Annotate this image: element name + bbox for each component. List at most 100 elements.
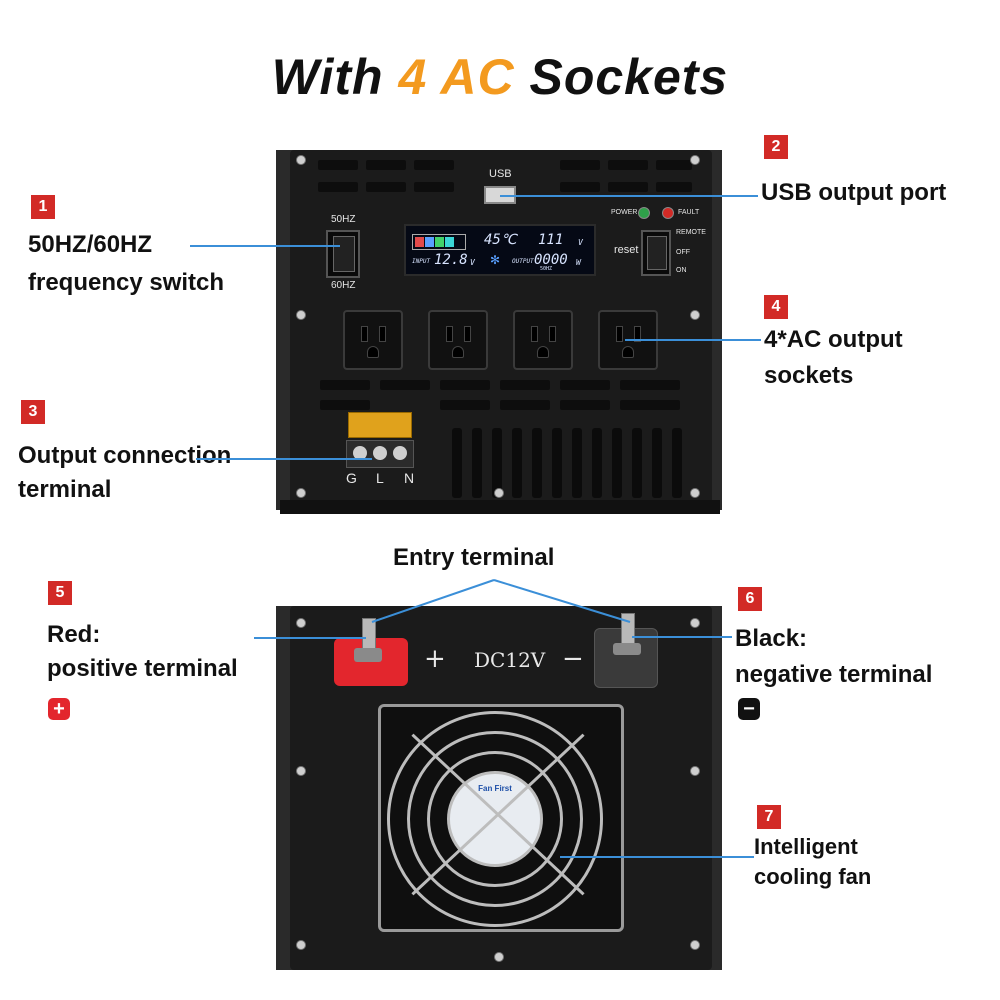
lcd-output-unit: W	[576, 258, 581, 267]
positive-terminal[interactable]	[334, 618, 408, 686]
callout-7-line2: cooling fan	[754, 864, 872, 889]
screw	[296, 310, 306, 320]
terminal-l-label: L	[376, 470, 384, 486]
vent	[560, 160, 600, 170]
vent	[318, 182, 358, 192]
entry-terminal-label: Entry terminal	[393, 544, 555, 571]
callout-7-line1: Intelligent	[754, 834, 858, 859]
lcd-input-unit: V	[470, 258, 475, 267]
callout-badge-3: 3	[21, 400, 45, 424]
grille	[492, 428, 502, 498]
screw	[296, 766, 306, 776]
vent	[560, 380, 610, 390]
leader-line-2	[500, 195, 758, 197]
plus-icon: +	[48, 698, 70, 720]
cooling-fan: Fan First	[378, 704, 624, 932]
vent	[560, 182, 600, 192]
callout-2-line1: USB output port	[761, 179, 947, 206]
negative-terminal[interactable]	[594, 613, 658, 688]
vent	[500, 380, 550, 390]
callout-6-line1: Black:	[735, 625, 808, 652]
reset-label: reset	[614, 244, 639, 256]
vent	[560, 400, 610, 410]
leader-line-3	[196, 458, 372, 460]
ac-socket-1[interactable]	[343, 310, 403, 370]
callout-1-line1: 50HZ/60HZ	[28, 231, 153, 258]
lcd-display: 45℃ 111 V INPUT 12.8 V ✻ OUTPUT 0000 W 5…	[404, 224, 596, 276]
on-label: ON	[676, 267, 687, 274]
off-label: OFF	[676, 249, 690, 256]
lcd-input-label: INPUT	[412, 258, 431, 265]
screw	[296, 488, 306, 498]
grille	[572, 428, 582, 498]
vent	[620, 400, 680, 410]
screw	[494, 488, 504, 498]
leader-line-4	[625, 339, 761, 341]
callout-badge-4: 4	[764, 295, 788, 319]
screw	[690, 618, 700, 628]
page-title: With 4 AC Sockets	[0, 48, 1000, 106]
screw	[690, 766, 700, 776]
minus-icon: −	[738, 698, 760, 720]
vent	[608, 160, 648, 170]
fault-label: FAULT	[678, 209, 700, 216]
power-switch[interactable]	[641, 230, 671, 276]
screw	[296, 940, 306, 950]
hz50-label: 50HZ	[331, 214, 356, 225]
leader-line-5	[254, 637, 366, 639]
callout-4-line1: 4*AC output	[764, 326, 903, 353]
lcd-frequency: 50HZ	[540, 266, 553, 272]
screw	[690, 310, 700, 320]
vent	[500, 400, 550, 410]
vent	[414, 160, 454, 170]
minus-sign: −	[562, 644, 584, 674]
terminal-g-label: G	[346, 470, 357, 486]
battery-icon	[412, 234, 466, 250]
callout-5-line2: positive terminal	[47, 655, 238, 682]
grille	[652, 428, 662, 498]
ac-socket-2[interactable]	[428, 310, 488, 370]
screw	[296, 618, 306, 628]
callout-badge-6: 6	[738, 587, 762, 611]
remote-label: REMOTE	[676, 229, 706, 236]
grille	[552, 428, 562, 498]
screw	[690, 488, 700, 498]
grille	[512, 428, 522, 498]
callout-badge-1: 1	[31, 195, 55, 219]
plus-sign: +	[424, 644, 446, 674]
callout-4-line2: sockets	[764, 362, 854, 389]
grille	[672, 428, 682, 498]
fan-brand: Fan First	[478, 784, 512, 793]
usb-label: USB	[489, 168, 512, 180]
lcd-output-label: OUTPUT	[512, 258, 534, 265]
lcd-output-power: 0000	[534, 252, 568, 268]
ac-socket-3[interactable]	[513, 310, 573, 370]
leader-line-6	[632, 636, 732, 638]
vent	[440, 400, 490, 410]
callout-5-line1: Red:	[47, 621, 101, 648]
callout-badge-2: 2	[764, 135, 788, 159]
lcd-input-voltage: 12.8	[434, 252, 468, 268]
title-prefix: With	[271, 49, 384, 105]
vent	[366, 182, 406, 192]
lcd-output-voltage: 111	[538, 232, 564, 248]
lcd-output-voltage-unit: V	[578, 238, 583, 247]
frequency-switch[interactable]	[326, 230, 360, 278]
hz60-label: 60HZ	[331, 280, 356, 291]
screw	[690, 940, 700, 950]
vent	[414, 182, 454, 192]
callout-3-line2: terminal	[18, 476, 112, 503]
screw	[690, 155, 700, 165]
leader-line-1	[190, 245, 340, 247]
front-base	[280, 500, 720, 514]
terminal-cover	[348, 412, 412, 438]
output-terminal-block[interactable]	[346, 440, 414, 468]
vent	[656, 160, 692, 170]
callout-badge-7: 7	[757, 805, 781, 829]
title-suffix: Sockets	[529, 49, 729, 105]
terminal-n-label: N	[404, 470, 415, 486]
vent	[440, 380, 490, 390]
grille	[632, 428, 642, 498]
fan-icon: ✻	[490, 253, 501, 267]
callout-6-line2: negative terminal	[735, 661, 933, 688]
